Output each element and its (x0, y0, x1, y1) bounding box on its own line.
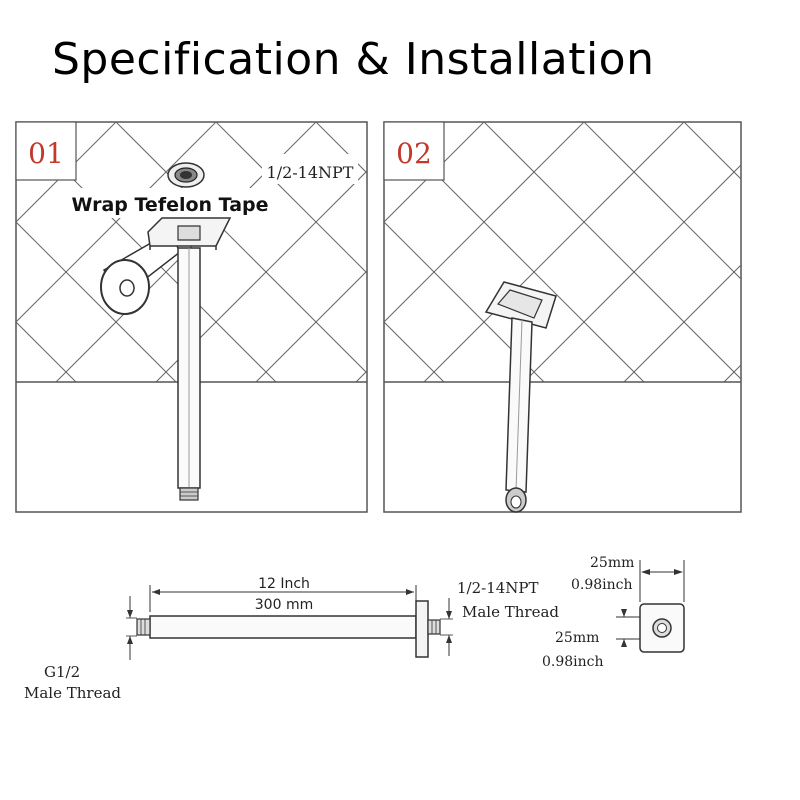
page-title: Specification & Installation (52, 34, 655, 85)
bottom-thread-icon (136, 618, 151, 636)
arm-body-icon (149, 615, 417, 639)
top-thread-label: 1/2-14NPT (457, 579, 539, 597)
bottom-thread-label: G1/2 (44, 663, 80, 681)
panel-1-thread-label: 1/2-14NPT (267, 163, 354, 182)
flange-spec-drawing: 25mm 0.98inch 25mm 0.98inch (542, 555, 685, 670)
ceiling-outlet-icon (167, 162, 205, 188)
top-thread-icon (427, 619, 441, 635)
arm-spec-drawing: 12 Inch 300 mm G1/2 Male Thread 1/2-14NP… (24, 576, 559, 702)
flange-width-mm-label: 25mm (590, 555, 634, 571)
panel-1-number: 01 (28, 137, 64, 170)
shower-arm-pipe-icon (177, 247, 201, 501)
length-mm-label: 300 mm (255, 597, 313, 613)
shower-arm-flange-icon (147, 217, 232, 250)
panel-2: 02 (383, 121, 742, 513)
panel-2-number: 02 (396, 137, 432, 170)
panel-1-instruction: Wrap Tefelon Tape (71, 194, 268, 216)
top-thread-type-label: Male Thread (462, 603, 559, 621)
bottom-thread-type-label: Male Thread (24, 684, 121, 702)
flange-height-inch-label: 0.98inch (542, 654, 604, 670)
flange-side-icon (415, 600, 429, 658)
flange-width-inch-label: 0.98inch (571, 577, 633, 593)
length-inch-label: 12 Inch (258, 576, 310, 592)
flange-height-mm-label: 25mm (555, 630, 599, 646)
mounted-shower-arm-icon (484, 281, 557, 513)
panel-1: 01 1/2-14NPT Wrap Tefelon Tape (15, 121, 368, 513)
panel-2-frame (383, 121, 742, 513)
